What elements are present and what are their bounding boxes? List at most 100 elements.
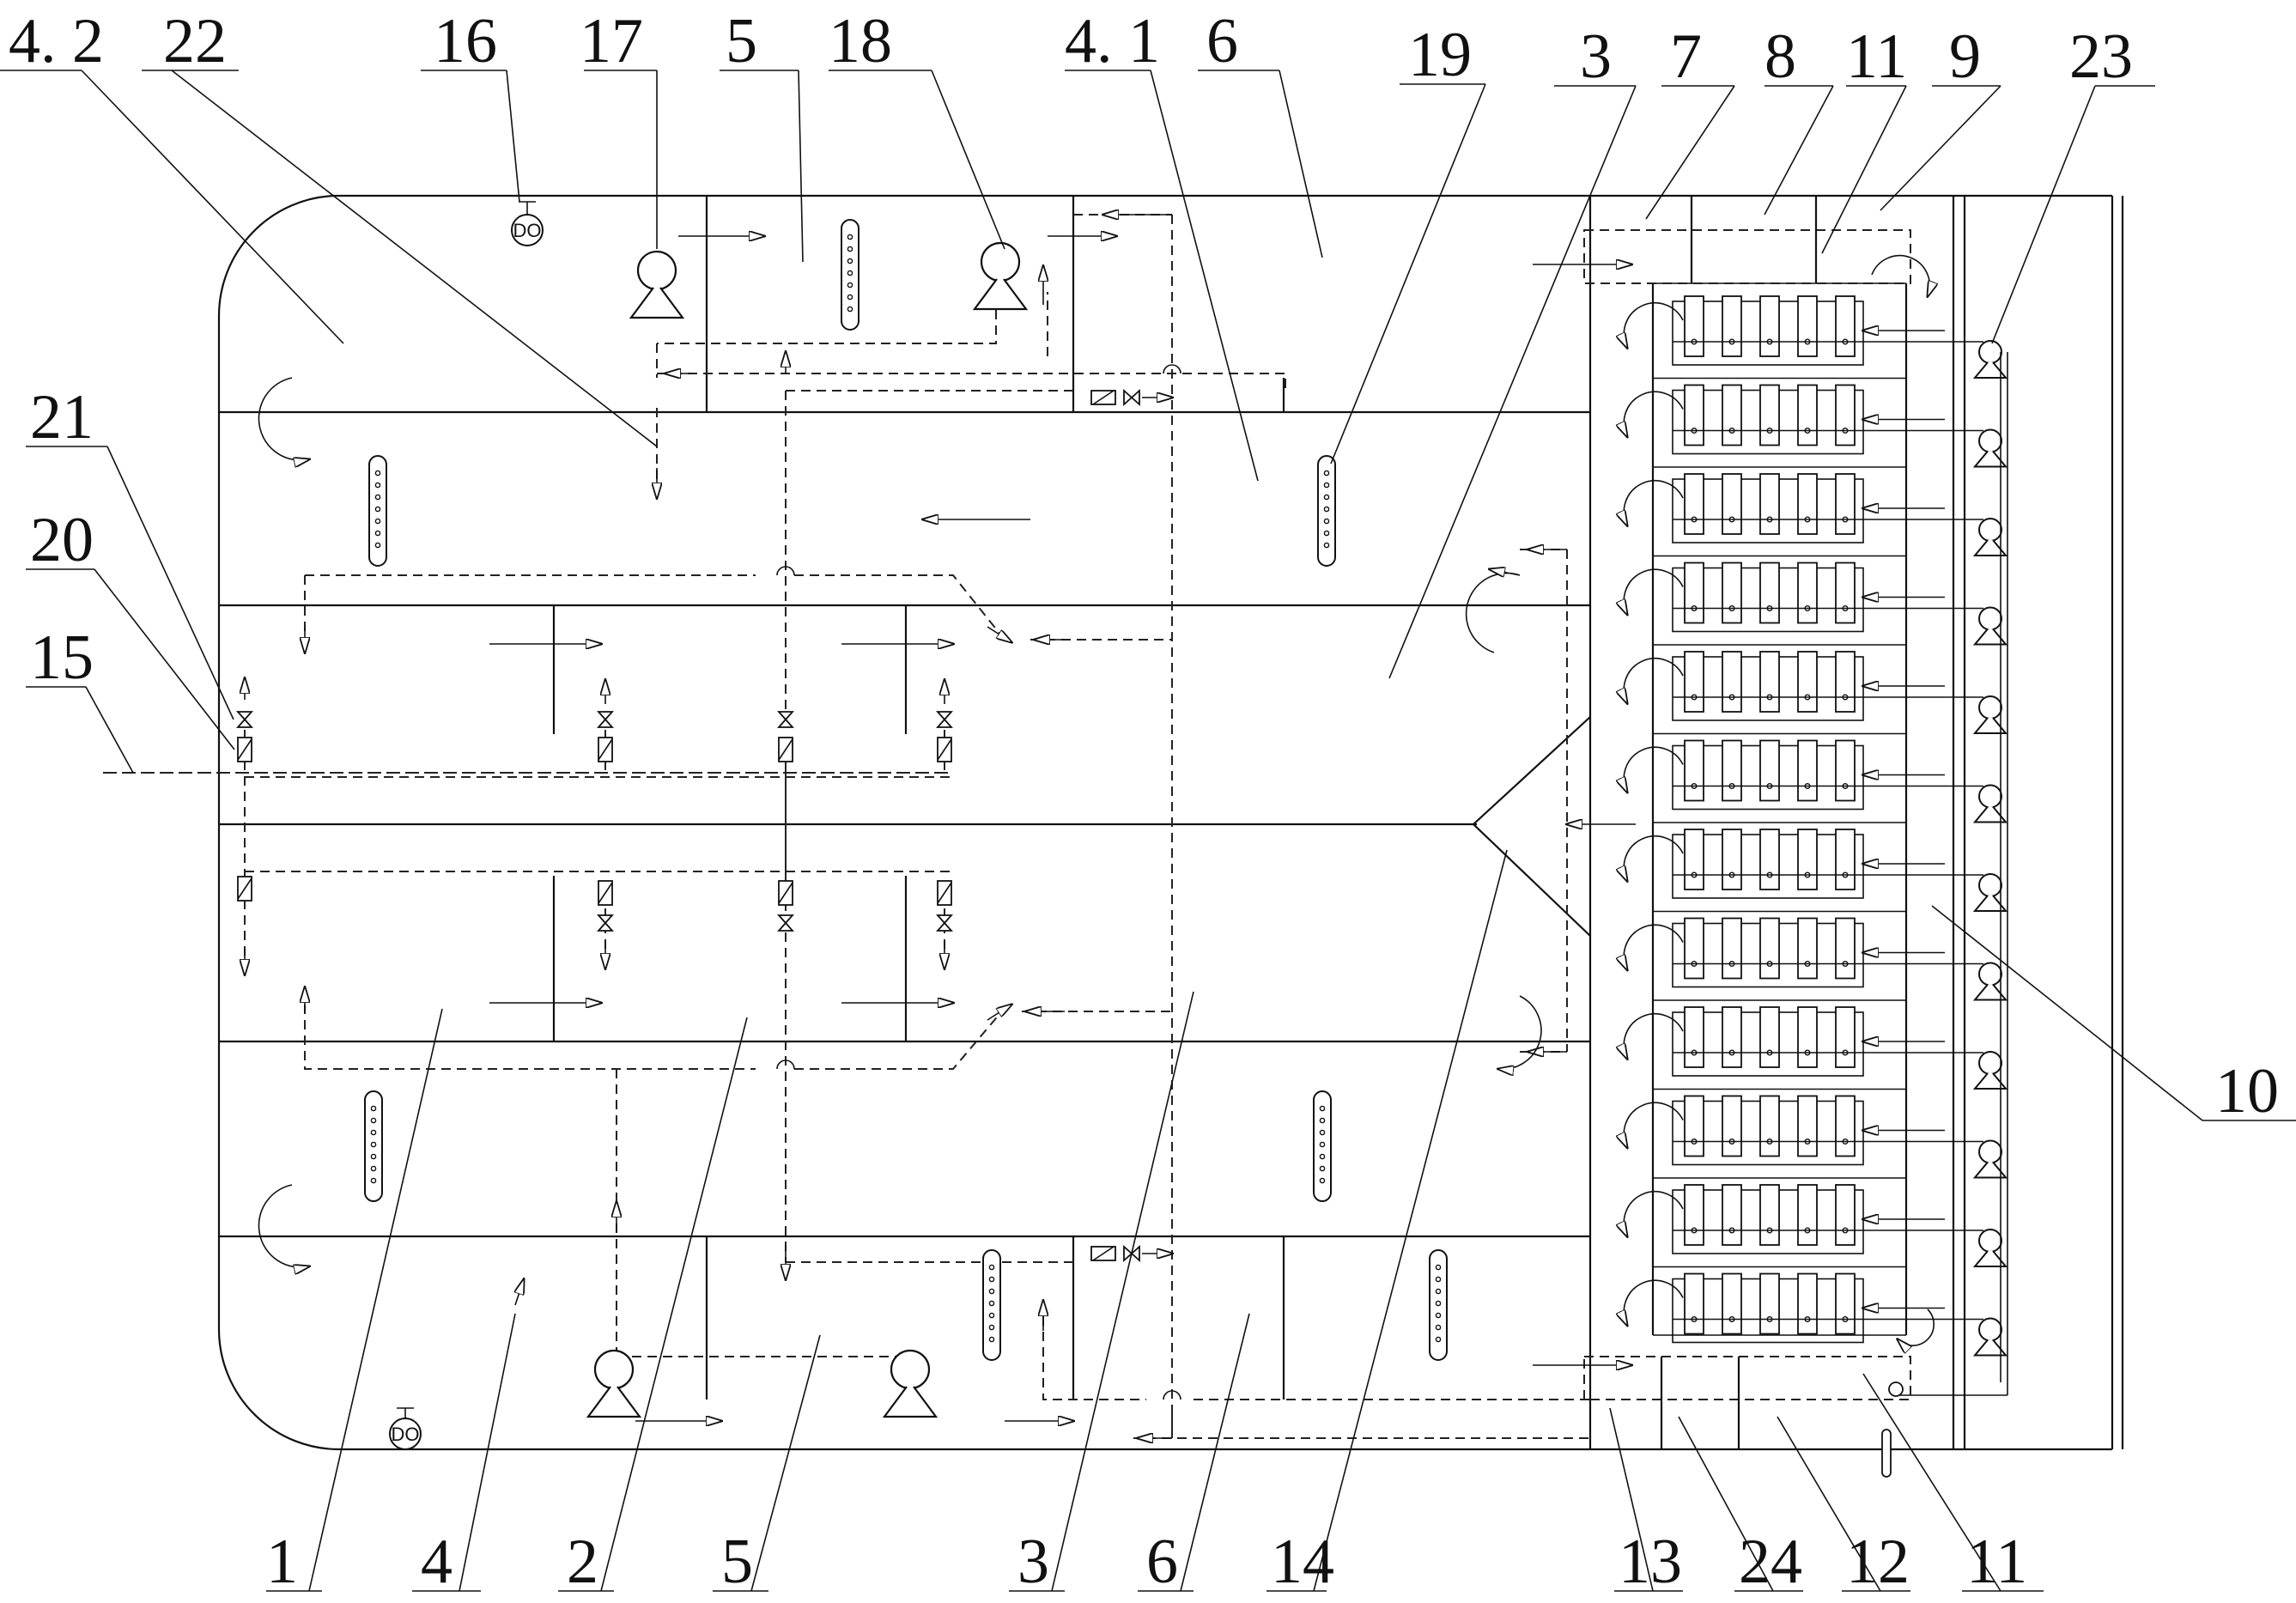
membrane-module-icon	[1722, 739, 1742, 802]
callout-labels: 4. 2 22 16 17 5 18 4. 1 6 19 3 7 8 11 9 …	[9, 6, 2279, 1597]
membrane-module-icon	[1759, 829, 1780, 890]
membrane-module-icon	[1797, 1272, 1818, 1335]
membrane-module-icon	[1797, 739, 1818, 802]
label-6-top: 6	[1206, 6, 1238, 76]
membrane-module-icon	[1797, 917, 1818, 980]
flowmeter-icon	[1090, 390, 1116, 405]
valve-icon	[598, 711, 613, 728]
label-9: 9	[1949, 21, 1981, 92]
valve-icon	[937, 914, 952, 932]
membrane-module-icon	[1835, 562, 1856, 624]
label-5-bottom: 5	[721, 1527, 753, 1597]
membrane-module-icon	[1684, 739, 1704, 802]
label-16: 16	[434, 6, 497, 76]
membrane-module-icon	[1835, 739, 1856, 802]
label-18: 18	[829, 6, 892, 76]
label-20: 20	[30, 505, 94, 575]
do-sensor-bottom: DO	[389, 1407, 422, 1450]
membrane-module-icon	[1722, 1006, 1742, 1068]
pumps	[586, 241, 1028, 1418]
label-13: 13	[1619, 1527, 1682, 1597]
membrane-row	[1624, 1177, 1983, 1254]
air-pipelines	[103, 214, 1597, 1439]
membrane-module-icon	[1797, 295, 1818, 357]
leader-lines	[0, 70, 2296, 1592]
label-14: 14	[1271, 1527, 1334, 1597]
membrane-module-icon	[1759, 1184, 1780, 1246]
label-17: 17	[580, 6, 643, 76]
membrane-module-icon	[1759, 651, 1780, 713]
pipe-crossings	[776, 364, 1181, 1400]
channel-walls	[219, 196, 1591, 1400]
flow-arrows	[489, 236, 1636, 1421]
label-21: 21	[30, 382, 94, 452]
membrane-row	[1624, 999, 1983, 1077]
tank-outline	[217, 194, 2124, 1451]
membrane-module-icon	[1797, 651, 1818, 713]
svg-text:DO: DO	[513, 220, 542, 241]
membrane-block	[1583, 196, 1966, 1449]
membrane-row	[1624, 910, 1983, 988]
valve-icon	[598, 914, 613, 932]
valve-icon	[1123, 390, 1140, 405]
membrane-module-icon	[1722, 1095, 1742, 1157]
diffuser-icon	[982, 1249, 1001, 1361]
label-6-bottom: 6	[1146, 1527, 1178, 1597]
membrane-module-icon	[1759, 739, 1780, 802]
membrane-module-icon	[1759, 384, 1780, 446]
diffuser-19-icon	[1317, 455, 1336, 567]
pump-18-icon	[973, 241, 1028, 311]
turn-arrows	[258, 254, 1934, 1346]
label-11-bottom: 11	[1966, 1527, 2027, 1597]
membrane-module-icon	[1759, 1006, 1780, 1068]
valve-icon	[778, 914, 793, 932]
membrane-row	[1624, 1088, 1983, 1166]
membrane-module-icon	[1797, 1095, 1818, 1157]
membrane-module-icon	[1722, 917, 1742, 980]
membrane-module-icon	[1722, 295, 1742, 357]
membrane-module-icon	[1722, 1184, 1742, 1246]
membrane-row	[1624, 644, 1983, 721]
membrane-module-icon	[1722, 384, 1742, 446]
membrane-row	[1624, 822, 1983, 899]
label-4-1: 4. 1	[1065, 6, 1160, 76]
membrane-module-icon	[1684, 829, 1704, 890]
flowmeter-icon	[237, 876, 252, 902]
membrane-module-icon	[1759, 562, 1780, 624]
membrane-module-icon	[1684, 384, 1704, 446]
label-10: 10	[2215, 1056, 2279, 1126]
membrane-module-icon	[1684, 473, 1704, 535]
pump-bottom-left-icon	[586, 1349, 641, 1418]
membrane-module-icon	[1835, 1006, 1856, 1068]
flowmeter-icon	[937, 737, 952, 762]
membrane-module-icon	[1722, 473, 1742, 535]
flowmeter-icon	[778, 880, 793, 906]
membrane-module-icon	[1835, 651, 1856, 713]
diffuser-icon	[1313, 1090, 1332, 1202]
flowmeter-icon	[1090, 1246, 1116, 1261]
svg-text:DO: DO	[392, 1424, 420, 1445]
membrane-module-icon	[1684, 917, 1704, 980]
flowmeter-icon	[937, 880, 952, 906]
label-5-top: 5	[726, 6, 757, 76]
membrane-module-icon	[1797, 829, 1818, 890]
label-19: 19	[1408, 20, 1472, 90]
membrane-module-icon	[1684, 1272, 1704, 1335]
diffuser-icon	[368, 455, 387, 567]
label-4-2: 4. 2	[9, 6, 104, 76]
label-23: 23	[2069, 21, 2133, 92]
label-12: 12	[1846, 1527, 1910, 1597]
membrane-module-icon	[1835, 295, 1856, 357]
membrane-module-icon	[1684, 651, 1704, 713]
label-22: 22	[163, 6, 227, 76]
membrane-module-icon	[1797, 1184, 1818, 1246]
diffuser-icon	[364, 1090, 383, 1202]
membrane-module-icon	[1722, 562, 1742, 624]
membrane-row	[1624, 295, 1983, 366]
pump-bottom-right-icon	[883, 1349, 938, 1418]
label-7: 7	[1670, 21, 1702, 92]
pipe-arrows	[245, 215, 1567, 1438]
membrane-module-icon	[1797, 562, 1818, 624]
membrane-module-icon	[1835, 1095, 1856, 1157]
drain-pipe	[1881, 1381, 1904, 1478]
